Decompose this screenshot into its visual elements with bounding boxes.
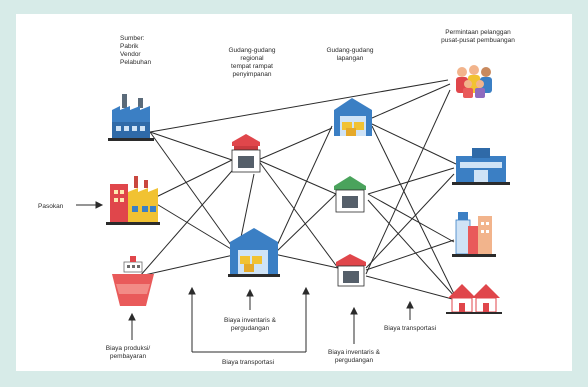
field-label-0: Gudang-gudang [327, 47, 374, 54]
warehouse-icon [231, 134, 261, 173]
header-labels: Sumber: Pabrik Vendor Pelabuhan Gudang-g… [38, 29, 515, 210]
transport-cost-left-label: Biaya transportasi [222, 359, 274, 366]
sources-label-3: Pelabuhan [120, 59, 151, 66]
building-icon [452, 212, 496, 257]
cost-arrows [76, 201, 414, 353]
network-links [139, 79, 457, 301]
inventory-cost-left-label-1: pergudangan [231, 325, 270, 332]
demand-label-1: pusat-pusat pembuangan [441, 37, 515, 44]
inventory-cost-right-label-1: pergudangan [335, 357, 374, 364]
warehouse-icon [334, 176, 366, 213]
transport-cost-right-label: Biaya transportasi [384, 325, 436, 332]
supply-label: Pasokan [38, 203, 64, 210]
factory-icon [106, 176, 160, 225]
people-icon [456, 65, 492, 98]
supply-chain-diagram: Sumber: Pabrik Vendor Pelabuhan Gudang-g… [38, 29, 515, 366]
inventory-cost-right-label-0: Biaya inventaris & [328, 349, 381, 356]
production-cost-label-1: pembayaran [110, 353, 147, 360]
warehouse-icon [336, 254, 366, 287]
demand-label-0: Permintaan pelanggan [445, 29, 511, 36]
warehouse-icon [334, 98, 372, 136]
cost-labels: Biaya produksi/ pembayaran Biaya transpo… [106, 317, 436, 366]
regional-label-2: tempat rampat [231, 63, 273, 70]
warehouse-icon [228, 228, 280, 277]
sources-label-1: Pabrik [120, 43, 139, 50]
factory-icon [108, 94, 154, 141]
house-icon [446, 284, 502, 314]
sources-label-2: Vendor [120, 51, 141, 58]
regional-label-1: regional [240, 55, 264, 62]
diagram-frame: Sumber: Pabrik Vendor Pelabuhan Gudang-g… [16, 14, 572, 371]
ship-icon [112, 256, 154, 306]
regional-label-3: penyimpanan [232, 71, 271, 78]
store-icon [452, 148, 510, 185]
field-label-1: lapangan [337, 55, 364, 62]
sources-label-0: Sumber: [120, 35, 145, 42]
regional-label-0: Gudang-gudang [229, 47, 276, 54]
inventory-cost-left-label-0: Biaya inventaris & [224, 317, 277, 324]
production-cost-label-0: Biaya produksi/ [106, 345, 151, 352]
